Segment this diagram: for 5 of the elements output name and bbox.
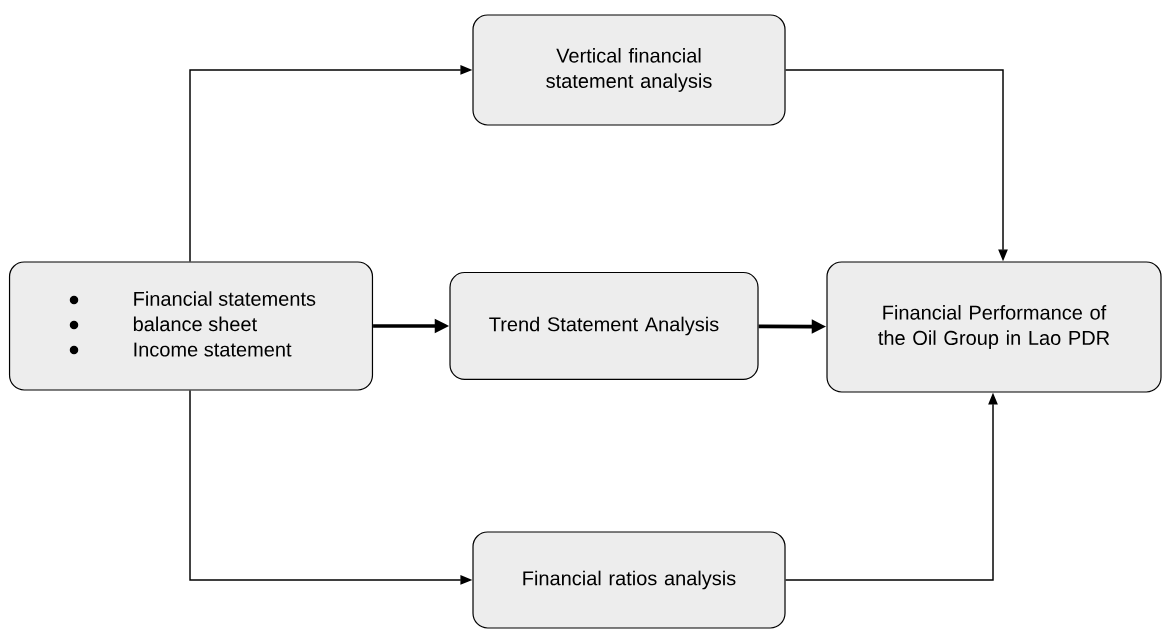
process-box: Financial ratios analysis — [472, 531, 786, 629]
process-box: Trend Statement Analysis — [449, 271, 759, 381]
process-box: Financial Performance of the Oil Group in Lao PDR — [826, 261, 1162, 393]
bullet-list-box: Financial statements balance sheet Income statement — [8, 261, 374, 391]
process-box: Vertical financial statement analysis — [472, 14, 786, 126]
